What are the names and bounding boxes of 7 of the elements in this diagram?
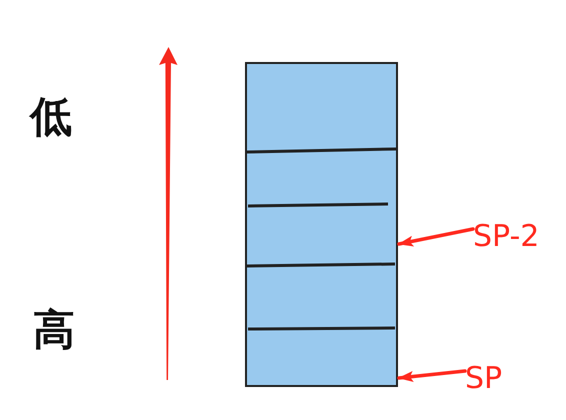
pointer-label: SP — [465, 364, 502, 394]
address-label: 高 — [33, 309, 75, 351]
leader-arrow — [397, 369, 467, 382]
pointer-label: SP-2 — [473, 222, 540, 252]
stack-box — [245, 62, 398, 387]
leader-arrow — [397, 227, 475, 247]
address-label: 低 — [30, 96, 72, 138]
